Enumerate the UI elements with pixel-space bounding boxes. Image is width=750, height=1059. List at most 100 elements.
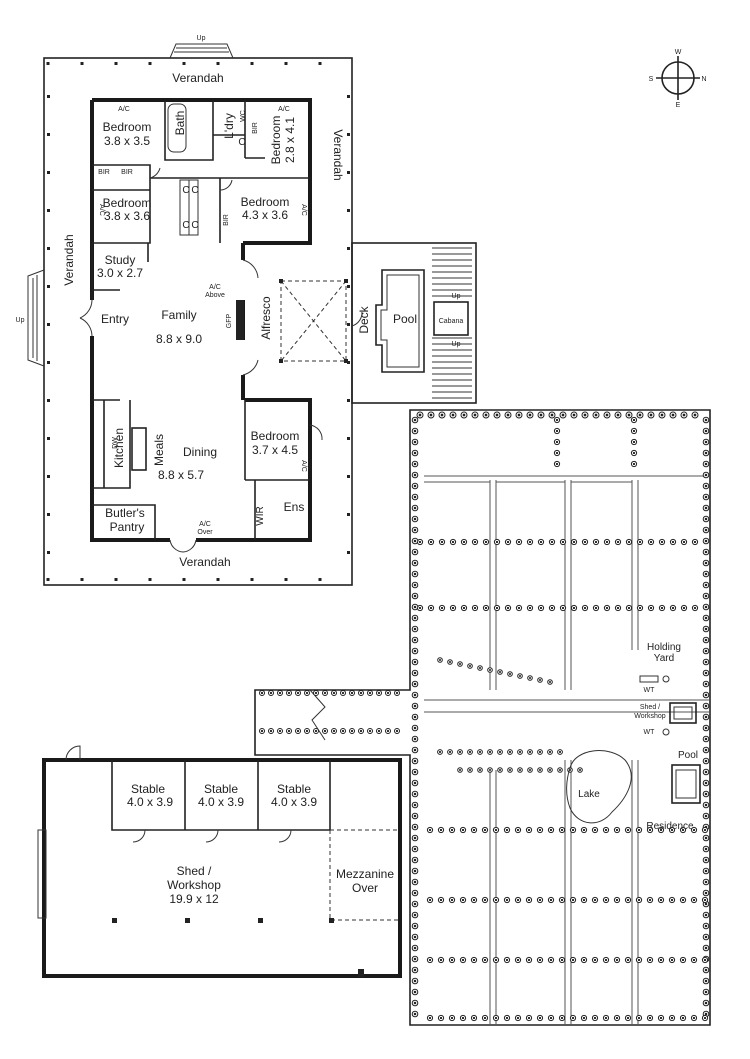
shed-plan xyxy=(37,745,402,978)
verandah-right: Verandah xyxy=(331,129,345,180)
dw-label: DW xyxy=(112,437,119,449)
wir-label: WIR xyxy=(255,506,266,525)
cupboard-label: C xyxy=(238,137,245,148)
bedroom-3-label: Bedroom xyxy=(269,116,283,165)
bedroom-5-label: Bedroom xyxy=(251,429,300,443)
cupboard-label: C xyxy=(182,185,189,196)
mezzanine-label-2: Over xyxy=(352,881,378,895)
roller-door xyxy=(37,829,47,919)
dining-label: Dining xyxy=(183,445,217,459)
site-shed-label: Shed / xyxy=(640,704,660,711)
bir-label: BIR xyxy=(98,169,110,176)
bedroom-5-size: 3.7 x 4.5 xyxy=(252,443,298,457)
deck-label: Deck xyxy=(357,305,371,333)
ac-above-label: Above xyxy=(205,292,225,299)
stable-1-label: Stable xyxy=(131,782,165,796)
paddock-tracks xyxy=(424,475,710,1025)
family-size: 8.8 x 9.0 xyxy=(156,332,202,346)
stable-1-size: 4.0 x 3.9 xyxy=(127,795,173,809)
mezzanine-label: Mezzanine xyxy=(336,867,394,881)
cupboard-label: C xyxy=(191,220,198,231)
verandah-left: Verandah xyxy=(62,234,76,285)
trees xyxy=(259,411,710,1022)
lake xyxy=(566,750,632,824)
bir-label: BIR xyxy=(121,169,133,176)
cupboard-label: C xyxy=(182,220,189,231)
lake-label: Lake xyxy=(578,789,600,800)
laundry-label: L'dry xyxy=(222,113,236,139)
residence-label: Residence xyxy=(646,821,694,832)
pool xyxy=(375,269,425,373)
mezzanine-outline xyxy=(329,829,400,921)
ac-above-label: A/C xyxy=(209,284,221,291)
bedroom-2-label: Bedroom xyxy=(103,196,152,210)
labels: W N S E Verandah Verandah Verandah Veran… xyxy=(16,35,707,906)
butlers-label: Butler's xyxy=(105,506,145,520)
shed-size: 19.9 x 12 xyxy=(169,892,219,906)
side-steps xyxy=(27,269,45,367)
stable-3-label: Stable xyxy=(277,782,311,796)
bedroom-4-size: 4.3 x 3.6 xyxy=(242,208,288,222)
ac-over-label: A/C xyxy=(199,521,211,528)
compass-e: E xyxy=(676,102,681,109)
holding-yard xyxy=(639,675,659,683)
ac-label: A/C xyxy=(118,106,130,113)
ac-label: A/C xyxy=(278,106,290,113)
entry-label: Entry xyxy=(101,312,129,326)
wc-label: WC xyxy=(240,110,247,122)
shed-label: Shed / xyxy=(177,864,212,878)
dining-size: 8.8 x 5.7 xyxy=(158,468,204,482)
ensuite-label: Ens xyxy=(284,500,305,514)
family-label: Family xyxy=(161,308,196,322)
cupboard-label: C xyxy=(191,185,198,196)
house-walls xyxy=(90,98,312,542)
ac-label: A/C xyxy=(300,204,307,216)
compass-icon xyxy=(656,56,700,100)
bir-label: BIR xyxy=(252,122,259,134)
cabana xyxy=(433,301,469,336)
bathtub-icon xyxy=(167,103,187,153)
holding-yard-label-2: Yard xyxy=(654,653,674,664)
shed-door xyxy=(65,745,81,761)
ac-label: A/C xyxy=(300,460,307,472)
study-size: 3.0 x 2.7 xyxy=(97,266,143,280)
stable-walls xyxy=(111,760,331,831)
meals-label: Meals xyxy=(152,434,166,466)
pool-area xyxy=(351,242,477,404)
door-swings xyxy=(79,167,323,553)
stable-2-label: Stable xyxy=(204,782,238,796)
holding-yard-label: Holding xyxy=(647,642,681,653)
residence-building xyxy=(671,764,701,804)
kitchen-label: Kitchen xyxy=(112,428,126,468)
stable-3-size: 4.0 x 3.9 xyxy=(271,795,317,809)
site-shed-label-2: Workshop xyxy=(634,713,665,720)
compass-w: W xyxy=(675,49,682,56)
site-pool-label: Pool xyxy=(678,750,698,761)
wt-label: WT xyxy=(644,729,656,736)
wt-label: WT xyxy=(644,687,656,694)
alfresco-area xyxy=(279,279,348,363)
site-boundary xyxy=(254,409,711,1026)
alfresco-label: Alfresco xyxy=(259,296,273,340)
verandah-bottom: Verandah xyxy=(179,555,230,569)
bir-label: BIR xyxy=(223,214,230,226)
pool-label: Pool xyxy=(393,312,417,326)
bedroom-1-label: Bedroom xyxy=(103,120,152,134)
bedroom-2-size: 3.8 x 3.6 xyxy=(104,209,150,223)
verandah-posts xyxy=(46,62,350,581)
fireplace-icon xyxy=(236,300,244,340)
bedroom-1-size: 3.8 x 3.5 xyxy=(104,134,150,148)
house-plan xyxy=(27,43,477,586)
cabana-label: Cabana xyxy=(439,318,464,325)
up-left: Up xyxy=(16,317,25,324)
front-steps xyxy=(169,43,234,59)
compass-s: S xyxy=(649,76,654,83)
pantry-label: Pantry xyxy=(110,520,145,534)
up-top: Up xyxy=(197,35,206,42)
gfp-label: GFP xyxy=(226,313,233,328)
shed-label-2: Workshop xyxy=(167,878,221,892)
verandah-top: Verandah xyxy=(172,71,223,85)
bedroom-3-size: 2.8 x 4.1 xyxy=(283,117,297,163)
ac-label: A/C xyxy=(98,204,105,216)
